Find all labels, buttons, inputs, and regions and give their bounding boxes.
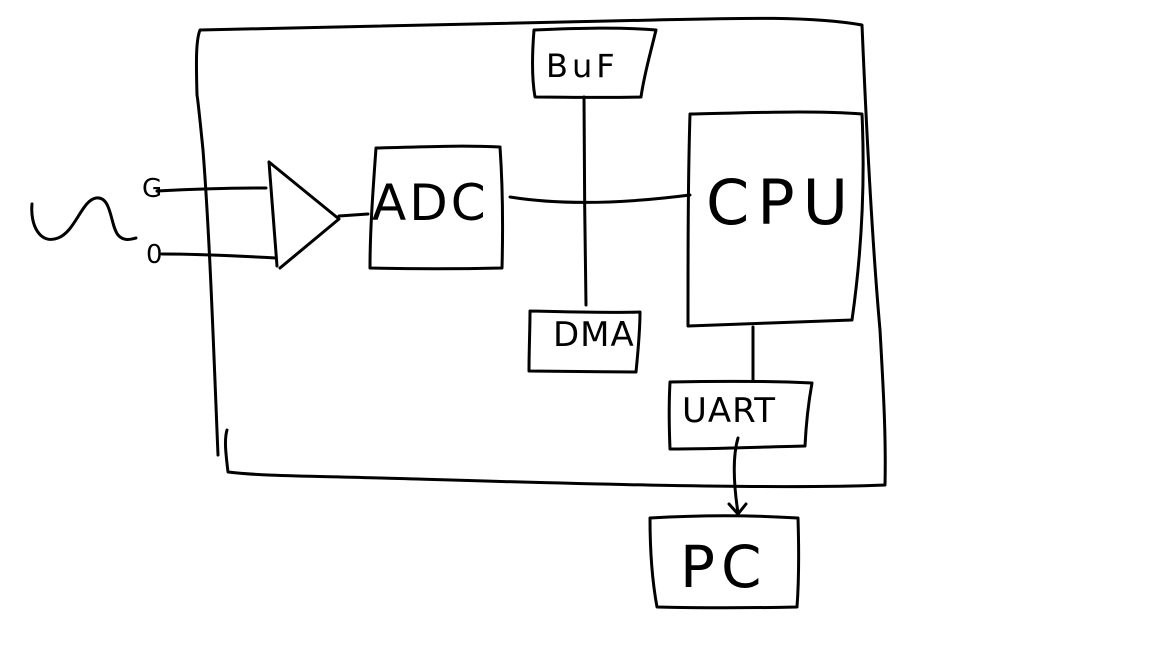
adc-label: ADC xyxy=(372,174,489,232)
amp-to-adc-line xyxy=(337,212,370,218)
buf-label: BuF xyxy=(546,47,619,85)
dma-label: DMA xyxy=(553,315,635,355)
buf-box xyxy=(531,26,658,99)
enclosure-outline xyxy=(194,16,887,489)
cpu-box xyxy=(686,110,865,328)
bus-buf-to-dma-line xyxy=(582,95,588,307)
arrow-down-icon xyxy=(727,502,748,516)
pc-label: PC xyxy=(680,533,768,601)
pc-box xyxy=(648,514,801,610)
triangle-amplifier-icon xyxy=(267,160,341,270)
input-ground-lead xyxy=(160,252,278,260)
cpu-label: CPU xyxy=(706,166,857,239)
uart-label: UART xyxy=(682,391,777,431)
uart-box xyxy=(667,379,814,451)
uart-to-pc-line xyxy=(732,436,740,515)
input-signal-lead xyxy=(155,186,268,193)
input-signal-terminal-label: G xyxy=(142,174,163,204)
input-ground-terminal-label: 0 xyxy=(146,240,163,270)
adc-box xyxy=(368,144,505,271)
bus-adc-to-cpu-line xyxy=(508,193,692,204)
sine-wave-icon xyxy=(30,196,138,241)
dma-box xyxy=(527,309,642,374)
